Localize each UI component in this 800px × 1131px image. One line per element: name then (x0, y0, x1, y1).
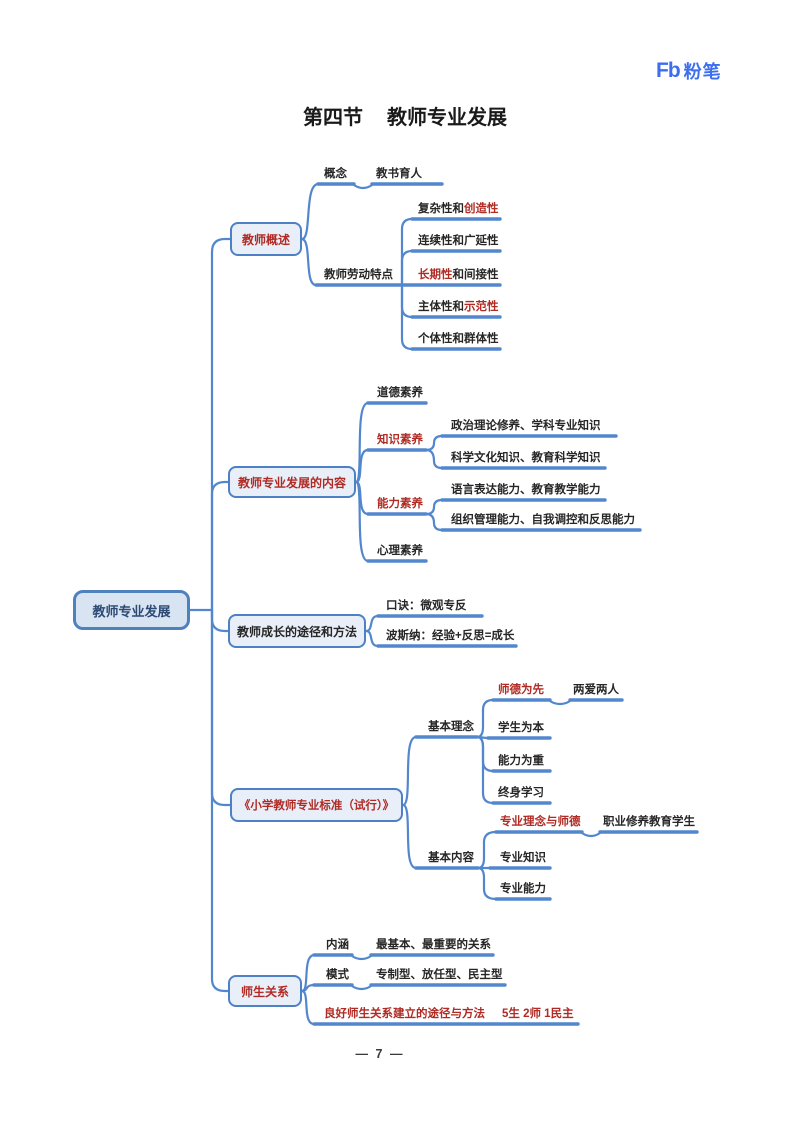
root-node: 教师专业发展 (73, 590, 190, 630)
section-title: 教师专业发展 (387, 107, 507, 129)
basic-idea-label: 基本理念 (428, 721, 474, 733)
knowledge-quality-label: 知识素养 (377, 434, 423, 446)
mode-value: 专制型、放任型、民主型 (376, 969, 503, 981)
concept-label: 概念 (324, 168, 347, 180)
concept-value: 教书育人 (376, 168, 422, 180)
branch-growth-node: 教师成长的途径和方法 (228, 614, 366, 648)
node-underlines (312, 182, 699, 1026)
branch-growth-label: 教师成长的途径和方法 (236, 624, 357, 639)
branch-relation-node: 师生关系 (228, 975, 302, 1007)
moral-quality-label: 道德素养 (377, 387, 423, 399)
idea-teacher-ethics-first: 师德为先 (498, 684, 544, 696)
labor-feature-1: 复杂性和创造性 (418, 202, 499, 216)
feature-highlight: 长期性 (418, 269, 453, 281)
content-professional-ability: 专业能力 (500, 883, 546, 895)
fenbi-brand-text: 粉笔 (683, 62, 722, 82)
labor-traits-label: 教师劳动特点 (324, 269, 393, 281)
feature-text: 个体性和群体性 (418, 333, 499, 345)
labor-feature-5: 个体性和群体性 (418, 332, 499, 346)
psychology-quality-label: 心理素养 (377, 545, 423, 557)
good-relation-method-label: 良好师生关系建立的途径与方法 (324, 1008, 485, 1020)
connotation-label: 内涵 (326, 939, 349, 951)
idea-student-oriented: 学生为本 (498, 722, 544, 734)
fenbi-logo-icon: Fb (656, 59, 681, 82)
idea-teacher-ethics-note: 两爱两人 (573, 684, 619, 696)
growth-mnemonic: 口诀：微观专反 (386, 600, 467, 612)
section-number: 第四节 (303, 107, 363, 129)
knowledge-item-2: 科学文化知识、教育科学知识 (451, 452, 601, 464)
branch-overview-label: 教师概述 (241, 232, 290, 247)
fenbi-logo: Fb 粉笔 (656, 58, 722, 84)
branch-standard-label: 《小学教师专业标准（试行）》 (238, 800, 395, 812)
mode-label: 模式 (326, 969, 349, 981)
connector-curves (188, 182, 602, 1026)
feature-highlight: 创造性 (464, 203, 499, 215)
basic-content-label: 基本内容 (428, 852, 474, 864)
feature-text: 主体性和 (418, 301, 464, 313)
good-relation-method-value: 5生 2师 1民主 (502, 1008, 574, 1020)
branch-relation-label: 师生关系 (240, 984, 289, 999)
content-professional-knowledge: 专业知识 (500, 852, 546, 864)
page-number: — 7 — (355, 1047, 405, 1061)
page-title: 第四节 教师专业发展 (303, 101, 507, 130)
growth-posner-formula: 波斯纳：经验+反思=成长 (386, 630, 515, 642)
ability-item-2: 组织管理能力、自我调控和反思能力 (451, 514, 635, 526)
idea-ability-focused: 能力为重 (498, 755, 544, 767)
branch-content-node: 教师专业发展的内容 (228, 466, 356, 498)
branch-content-label: 教师专业发展的内容 (237, 475, 346, 490)
ability-quality-label: 能力素养 (377, 498, 423, 510)
labor-feature-2: 连续性和广延性 (418, 234, 499, 248)
feature-text: 连续性和广延性 (418, 235, 499, 247)
connotation-value: 最基本、最重要的关系 (376, 939, 491, 951)
feature-highlight: 示范性 (464, 301, 499, 313)
feature-text: 和间接性 (452, 269, 499, 281)
content-idea-and-ethics-note: 职业修养教育学生 (603, 816, 695, 828)
branch-overview-node: 教师概述 (230, 222, 302, 256)
feature-text: 复杂性和 (418, 203, 464, 215)
labor-feature-4: 主体性和示范性 (418, 300, 499, 314)
root-node-label: 教师专业发展 (92, 603, 171, 619)
knowledge-item-1: 政治理论修养、学科专业知识 (451, 420, 601, 432)
ability-item-1: 语言表达能力、教育教学能力 (451, 484, 601, 496)
content-idea-and-ethics: 专业理念与师德 (500, 816, 581, 828)
branch-standard-node: 《小学教师专业标准（试行）》 (230, 788, 403, 822)
labor-feature-3: 长期性和间接性 (418, 268, 499, 282)
idea-lifelong-learning: 终身学习 (498, 787, 544, 799)
